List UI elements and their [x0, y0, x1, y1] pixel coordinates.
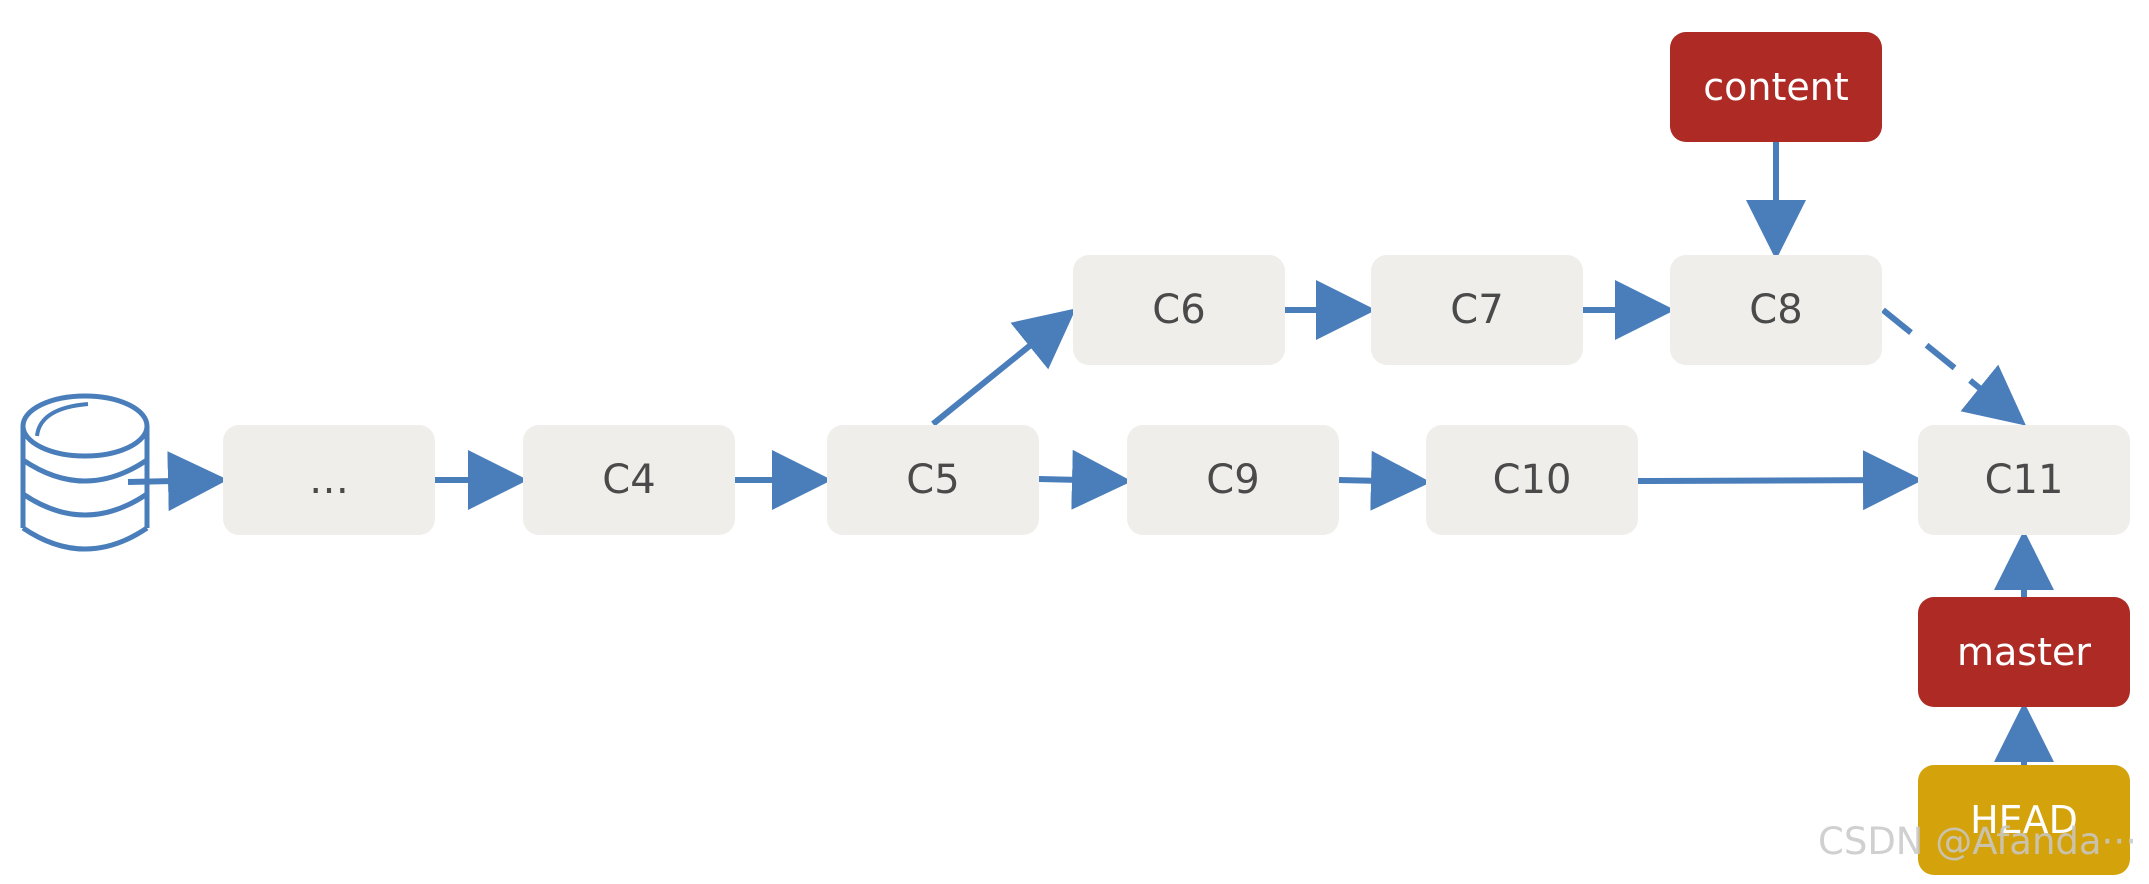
edge-c10-to-c11 [1637, 450, 1923, 511]
edge-c5-to-c9 [1038, 449, 1132, 510]
commit-node-c7: C7 [1371, 255, 1583, 365]
commit-node-c4: C4 [523, 425, 735, 535]
commit-node-c6: C6 [1073, 255, 1285, 365]
edge-c5-to-c6 [931, 308, 1076, 427]
commit-label: C8 [1749, 287, 1803, 333]
commit-label: C6 [1152, 287, 1206, 333]
branch-ref-content: content [1670, 32, 1882, 142]
edge-c9-to-c10 [1338, 450, 1431, 511]
ref-label: HEAD [1970, 798, 2078, 842]
commit-node-c11: C11 [1918, 425, 2130, 535]
ref-label: content [1703, 65, 1849, 109]
commit-node-c8: C8 [1670, 255, 1882, 365]
branch-ref-master: master [1918, 597, 2130, 707]
edge-db-to-dots [127, 451, 228, 512]
edge-c8-to-c11-dashed [1881, 307, 2026, 426]
commit-label: C10 [1492, 457, 1572, 503]
commit-node-c10: C10 [1426, 425, 1638, 535]
ref-label: master [1956, 630, 2091, 674]
database-icon [20, 393, 150, 552]
commit-label: C5 [906, 457, 960, 503]
commit-label: C7 [1450, 287, 1504, 333]
head-ref: HEAD [1918, 765, 2130, 875]
commit-edges [127, 142, 2054, 765]
commit-label: … [309, 457, 349, 503]
commit-node-c5: C5 [827, 425, 1039, 535]
commit-label: C9 [1206, 457, 1260, 503]
commit-label: C11 [1984, 457, 2064, 503]
watermark-text: CSDN @Afanda··· [1818, 820, 2137, 863]
commit-node-ellipsis: … [223, 425, 435, 535]
commit-label: C4 [602, 457, 656, 503]
commit-node-c9: C9 [1127, 425, 1339, 535]
